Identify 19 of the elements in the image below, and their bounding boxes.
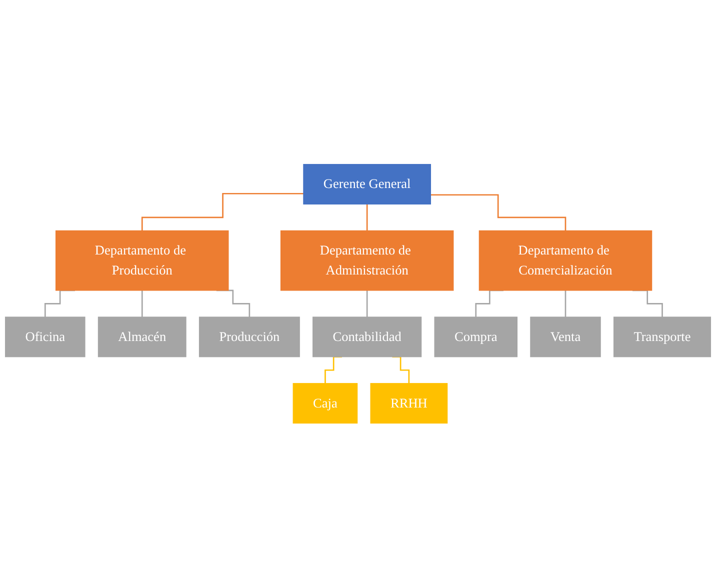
- node-box: Gerente General: [303, 164, 431, 204]
- connector: [366, 203, 368, 232]
- node-box: Producción: [198, 316, 300, 357]
- node-box: Transporte: [613, 316, 712, 357]
- node-box: Compra: [434, 316, 518, 357]
- connector: [141, 192, 304, 232]
- node-box: RRHH: [370, 382, 448, 424]
- node-box: Almacén: [98, 316, 186, 357]
- node-box: Oficina: [4, 316, 86, 357]
- node-box: Caja: [292, 382, 358, 424]
- connector: [564, 290, 566, 318]
- connector: [141, 290, 143, 318]
- connector: [366, 290, 368, 318]
- node-box: Venta: [530, 316, 601, 357]
- node-box: Departamento de Comercialización: [478, 230, 652, 291]
- node-box: Contabilidad: [312, 316, 422, 357]
- node-box: Departamento de Producción: [55, 230, 229, 291]
- node-box: Departamento de Administración: [280, 230, 454, 291]
- connector: [430, 194, 566, 232]
